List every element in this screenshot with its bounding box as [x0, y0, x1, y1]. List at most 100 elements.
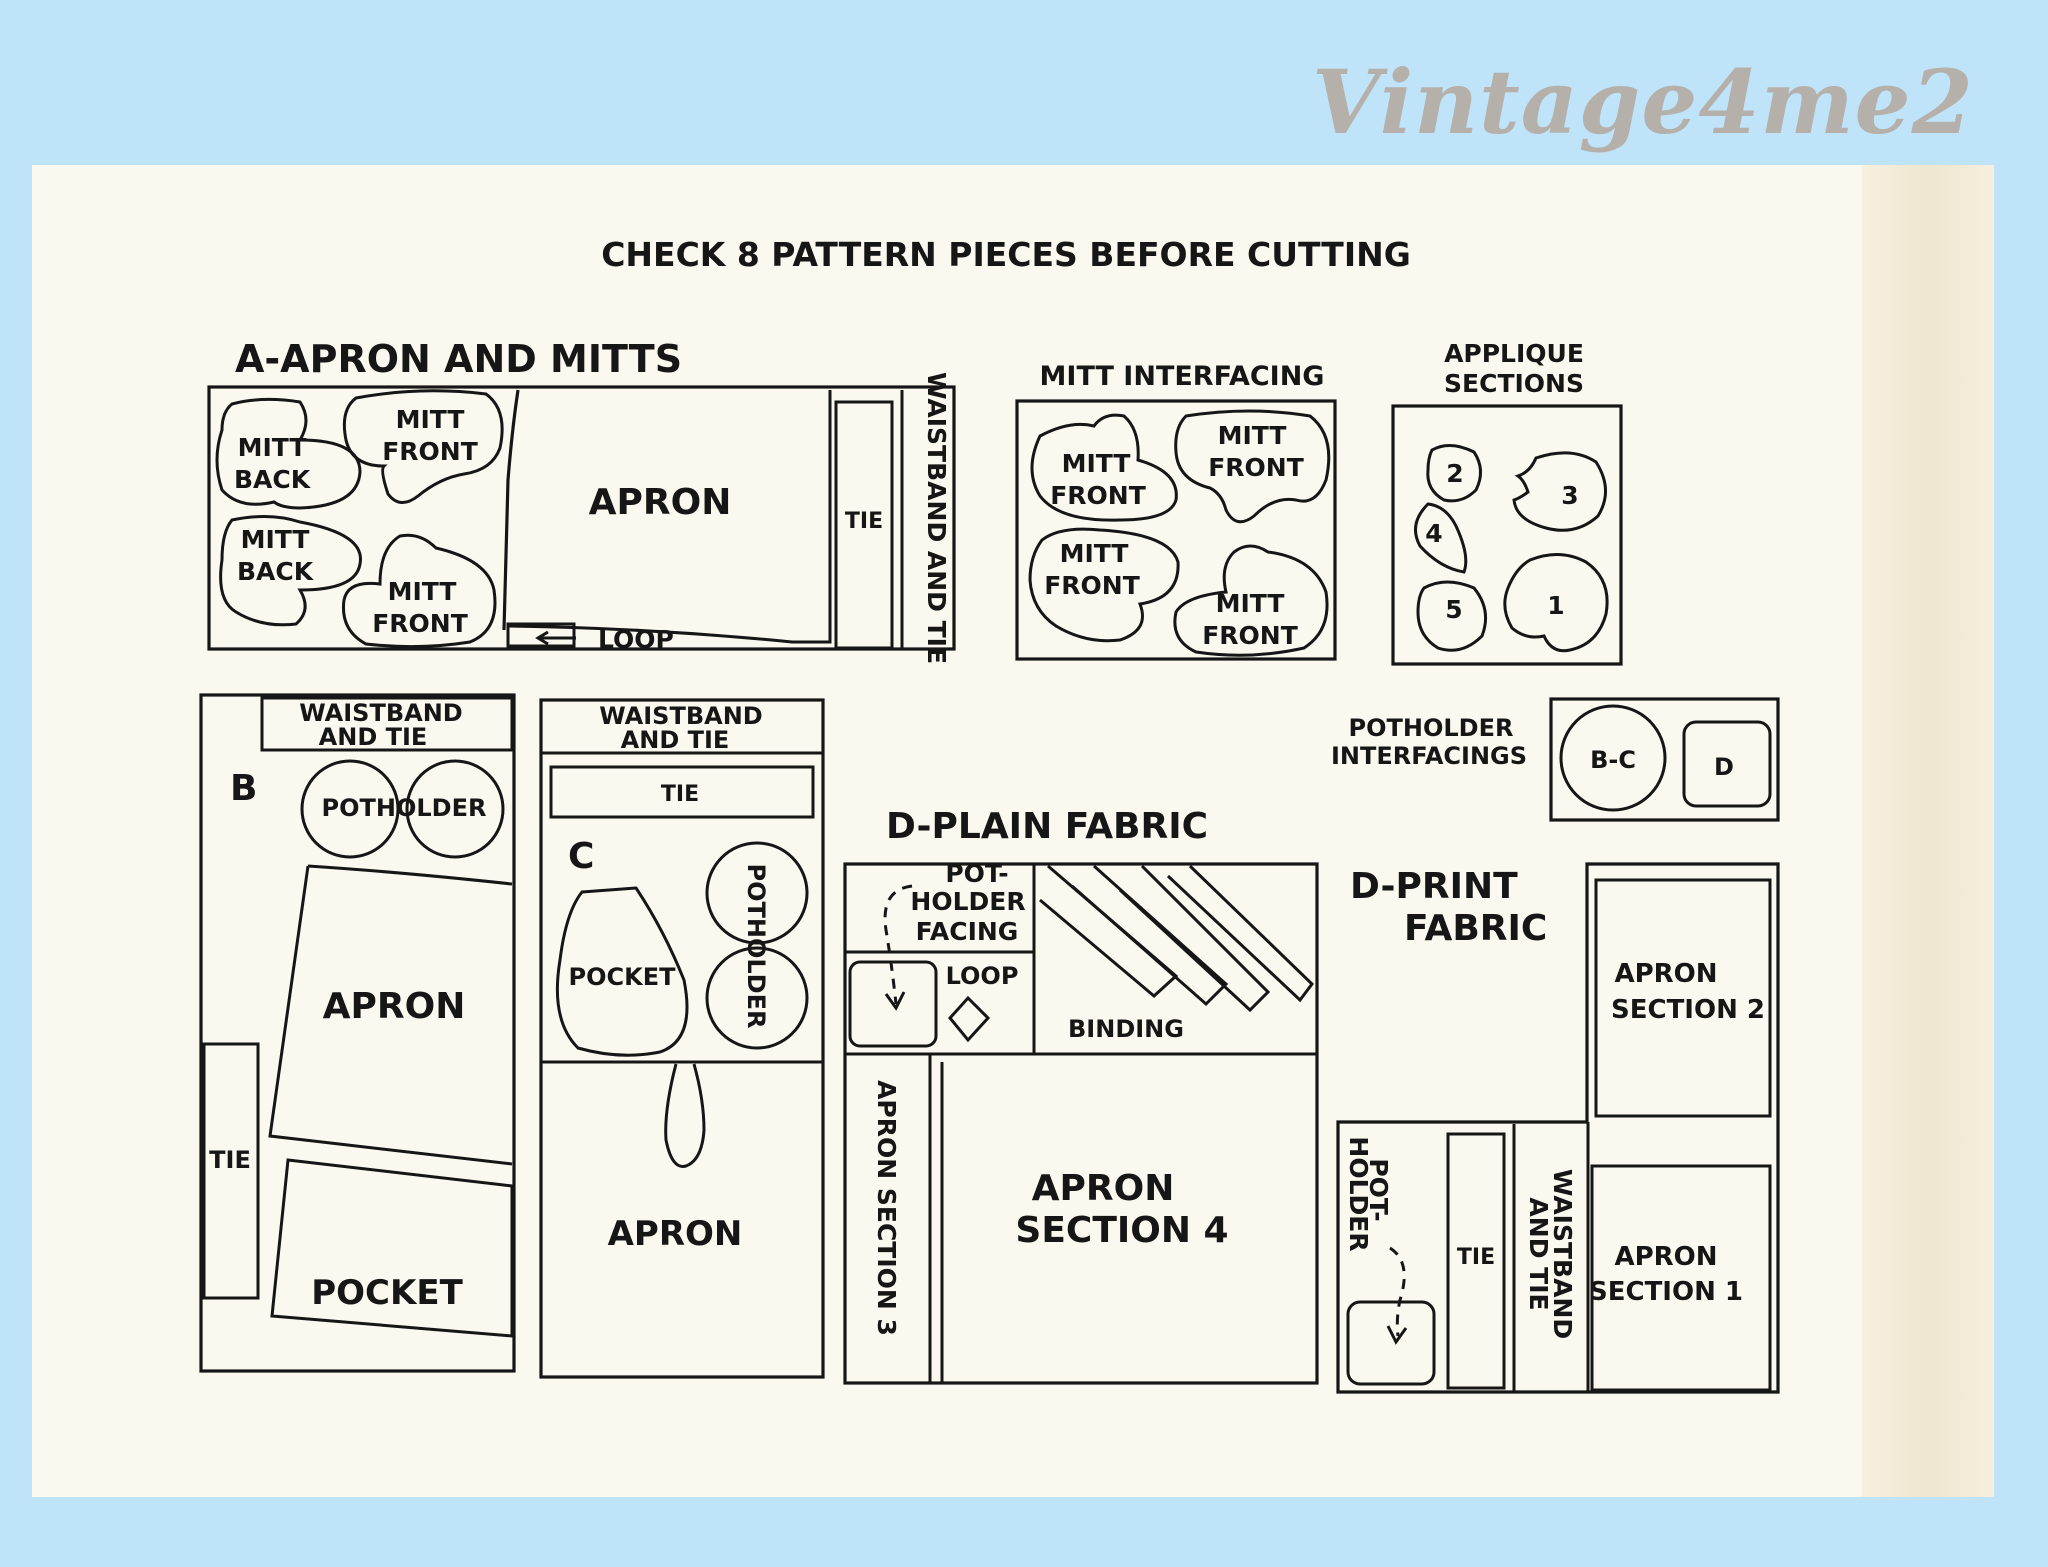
tie-c-piece — [549, 765, 815, 819]
waistband-b-piece — [260, 696, 514, 752]
waistband-b-label: WAISTBAND — [299, 699, 462, 727]
mitt-front-label: MITT — [1218, 421, 1287, 450]
mitt-back-piece-2 — [219, 514, 362, 627]
mitt-back-label: MITT — [238, 433, 307, 462]
layout-b-fabric — [199, 693, 516, 1373]
potholder-b-label: POTHOLDER — [322, 794, 487, 822]
loop-a-label: LOOP — [598, 625, 674, 654]
facing-arrowhead — [884, 991, 906, 1011]
potholder-facing-piece — [848, 960, 938, 1048]
waistband-c-label: WAISTBAND — [599, 702, 762, 730]
layout-a-divider — [502, 389, 520, 631]
applique-layout: APPLIQUE SECTIONS 2 3 4 5 1 — [1391, 339, 1623, 666]
layout-a-heading: A-APRON AND MITTS — [235, 337, 682, 381]
potholder-interfacings-heading: POTHOLDER — [1349, 714, 1514, 742]
potholder-d-label: POT- — [1364, 1158, 1393, 1221]
binding-strip-1 — [1039, 864, 1179, 998]
mitt-front-piece-2 — [341, 533, 497, 649]
layout-d-print: D-PRINT FABRIC APRON SECTION 2 APRON SEC… — [1336, 862, 1780, 1394]
layout-a: A-APRON AND MITTS MITT BACK MITT BACK MI… — [207, 337, 956, 664]
mitt-front-label: MITT — [1060, 539, 1129, 568]
potholder-b-circle-1 — [300, 759, 400, 859]
pocket-c-label: POCKET — [569, 963, 677, 991]
apron-section-4-label: APRON — [1032, 1168, 1175, 1209]
waistband-c-label: AND TIE — [621, 726, 730, 754]
mitt-front-label: FRONT — [1202, 621, 1298, 650]
layout-c-heading: C — [568, 836, 594, 877]
loop-c-piece — [664, 1063, 706, 1168]
potholder-c-circle-1 — [705, 841, 809, 945]
tie-b-label: TIE — [209, 1146, 251, 1174]
potholder-interfacings-heading: INTERFACINGS — [1331, 742, 1527, 770]
waistband-b-label: AND TIE — [319, 723, 428, 751]
apron-section-3-label: APRON SECTION 3 — [872, 1080, 901, 1336]
potholder-c-circle-2 — [705, 946, 809, 1050]
potholder-b-circle-2 — [405, 759, 505, 859]
layout-a-fabric — [207, 385, 956, 651]
tie-b-piece — [202, 1042, 260, 1300]
applique-piece-3 — [1512, 451, 1607, 532]
applique-heading: SECTIONS — [1444, 369, 1584, 398]
apron-b-outline — [268, 865, 513, 1166]
mitt-front-label: MITT — [1062, 449, 1131, 478]
waistband-a-label: WAISTBAND AND TIE — [922, 372, 951, 664]
mitt-front-label: FRONT — [1050, 481, 1146, 510]
mitt-front-interfacing-3 — [1028, 527, 1180, 643]
waistband-d-label: AND TIE — [1524, 1197, 1553, 1310]
apron-b-label: APRON — [323, 986, 466, 1027]
d-label: D — [1714, 753, 1734, 781]
loop-a-arrow — [535, 630, 576, 646]
mitt-front-label: MITT — [388, 577, 457, 606]
apron-section-2-label: SECTION 2 — [1611, 995, 1765, 1025]
potholder-d-arrow — [1389, 1246, 1406, 1337]
tie-c-label: TIE — [661, 782, 699, 807]
applique-number: 2 — [1446, 459, 1463, 488]
apron-section-2-label: APRON — [1614, 959, 1717, 989]
mitt-back-label: BACK — [237, 557, 315, 586]
layout-c: WAISTBAND AND TIE TIE C POCKET POTHOLDER… — [539, 698, 825, 1379]
potholder-d-piece — [1346, 1300, 1436, 1386]
mitt-front-interfacing-2 — [1174, 409, 1331, 524]
mitt-front-label: FRONT — [372, 609, 468, 638]
mitt-back-piece-1 — [215, 397, 362, 510]
apron-section-1-label: SECTION 1 — [1589, 1277, 1743, 1307]
potholder-c-label: POTHOLDER — [742, 864, 770, 1029]
mitt-front-label: FRONT — [1044, 571, 1140, 600]
applique-piece-5 — [1416, 580, 1488, 652]
pocket-b-label: POCKET — [311, 1273, 463, 1313]
layout-d-plain-fabric — [843, 862, 1319, 1385]
sheet-edge-shading — [1862, 165, 1994, 1497]
potholder-d-label: HOLDER — [1344, 1136, 1373, 1251]
mitt-front-piece-1 — [342, 389, 504, 504]
potholder-interfacings-layout: POTHOLDER INTERFACINGS B-C D — [1331, 697, 1780, 822]
apron-b-top — [307, 864, 513, 886]
facing-label: HOLDER — [910, 887, 1025, 916]
loop-d-label: LOOP — [946, 962, 1019, 990]
watermark: Vintage4me2 — [1312, 50, 1974, 154]
apron-c-label: APRON — [608, 1214, 743, 1254]
mitt-back-label: BACK — [234, 465, 312, 494]
applique-number: 4 — [1425, 519, 1442, 548]
facing-arrow — [883, 884, 913, 1005]
tie-a-piece — [834, 400, 894, 650]
binding-strip-2 — [1071, 864, 1229, 1007]
potholder-interfacings-fabric — [1549, 697, 1780, 822]
applique-number: 3 — [1561, 481, 1578, 510]
apron-a-label: APRON — [589, 482, 732, 523]
facing-label: POT- — [945, 859, 1008, 888]
mitt-interfacing-layout: MITT INTERFACING MITT FRONT MITT FRONT M… — [1015, 361, 1337, 661]
binding-strip-3 — [1118, 864, 1271, 1013]
apron-section-2-piece — [1594, 878, 1772, 1118]
diagram-title: CHECK 8 PATTERN PIECES BEFORE CUTTING — [601, 235, 1411, 274]
tie-d-piece — [1446, 1132, 1506, 1390]
layout-d-print-heading: FABRIC — [1404, 908, 1547, 949]
applique-fabric — [1391, 404, 1623, 666]
bc-label: B-C — [1590, 746, 1636, 774]
layout-b-heading: B — [230, 768, 257, 809]
tie-a-label: TIE — [845, 509, 883, 534]
mitt-front-interfacing-4 — [1173, 544, 1329, 657]
binding-strip-4 — [1166, 864, 1314, 1003]
applique-number: 5 — [1445, 595, 1462, 624]
apron-section-1-label: APRON — [1614, 1242, 1717, 1272]
